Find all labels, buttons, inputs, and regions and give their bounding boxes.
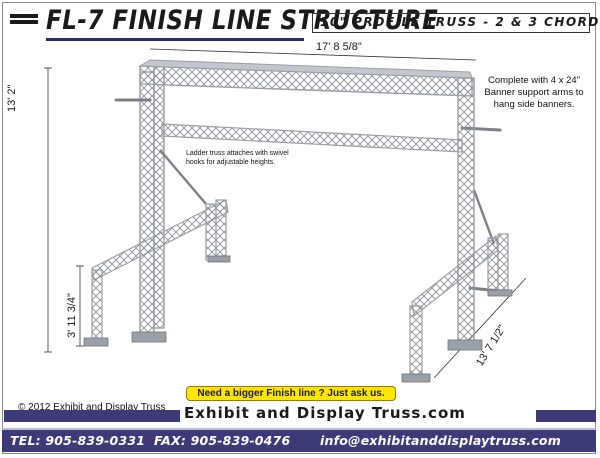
dimension-leg-height: 3' 11 3/4" — [66, 293, 78, 338]
ladder-truss — [161, 123, 463, 153]
contact-footer: TEL: 905-839-0331 FAX: 905-839-0476 info… — [2, 428, 596, 452]
left-upright-truss — [131, 65, 167, 343]
brand-name: Exhibit and Display Truss.com — [184, 404, 466, 422]
dimension-width: 17' 8 5/8" — [316, 41, 362, 53]
right-upright-truss — [447, 77, 483, 351]
header-truss — [138, 59, 473, 97]
title-mark — [10, 20, 38, 24]
footer-telephone: TEL: 905-839-0331 — [10, 433, 146, 448]
footer-fax: FAX: 905-839-0476 — [154, 433, 291, 448]
page-frame — [2, 2, 596, 454]
dimension-lines — [44, 48, 527, 379]
banner-arms-note: Complete with 4 x 24" Banner support arm… — [484, 75, 584, 110]
bigger-finish-line-callout: Need a bigger Finish line ? Just ask us. — [186, 386, 396, 401]
copyright-text: © 2012 Exhibit and Display Truss — [18, 402, 166, 413]
subtitle-box — [312, 13, 590, 33]
footer-email-link[interactable]: info@exhibitanddisplaytruss.com — [320, 433, 561, 448]
page-subtitle: 10" PROFILE TRUSS - 2 & 3 CHORD — [320, 15, 600, 29]
brand-accent-bar — [536, 410, 596, 422]
page-title: FL-7 FINISH LINE STRUCTURE — [46, 6, 439, 36]
title-mark — [10, 14, 38, 18]
title-underline — [46, 38, 304, 41]
ladder-truss-note: Ladder truss attaches with swivel hooks … — [186, 150, 289, 166]
right-base-truss — [401, 233, 513, 383]
diagonal-braces — [159, 149, 496, 245]
brand-accent-bar — [4, 410, 180, 422]
dimension-height: 13' 2" — [6, 84, 18, 112]
